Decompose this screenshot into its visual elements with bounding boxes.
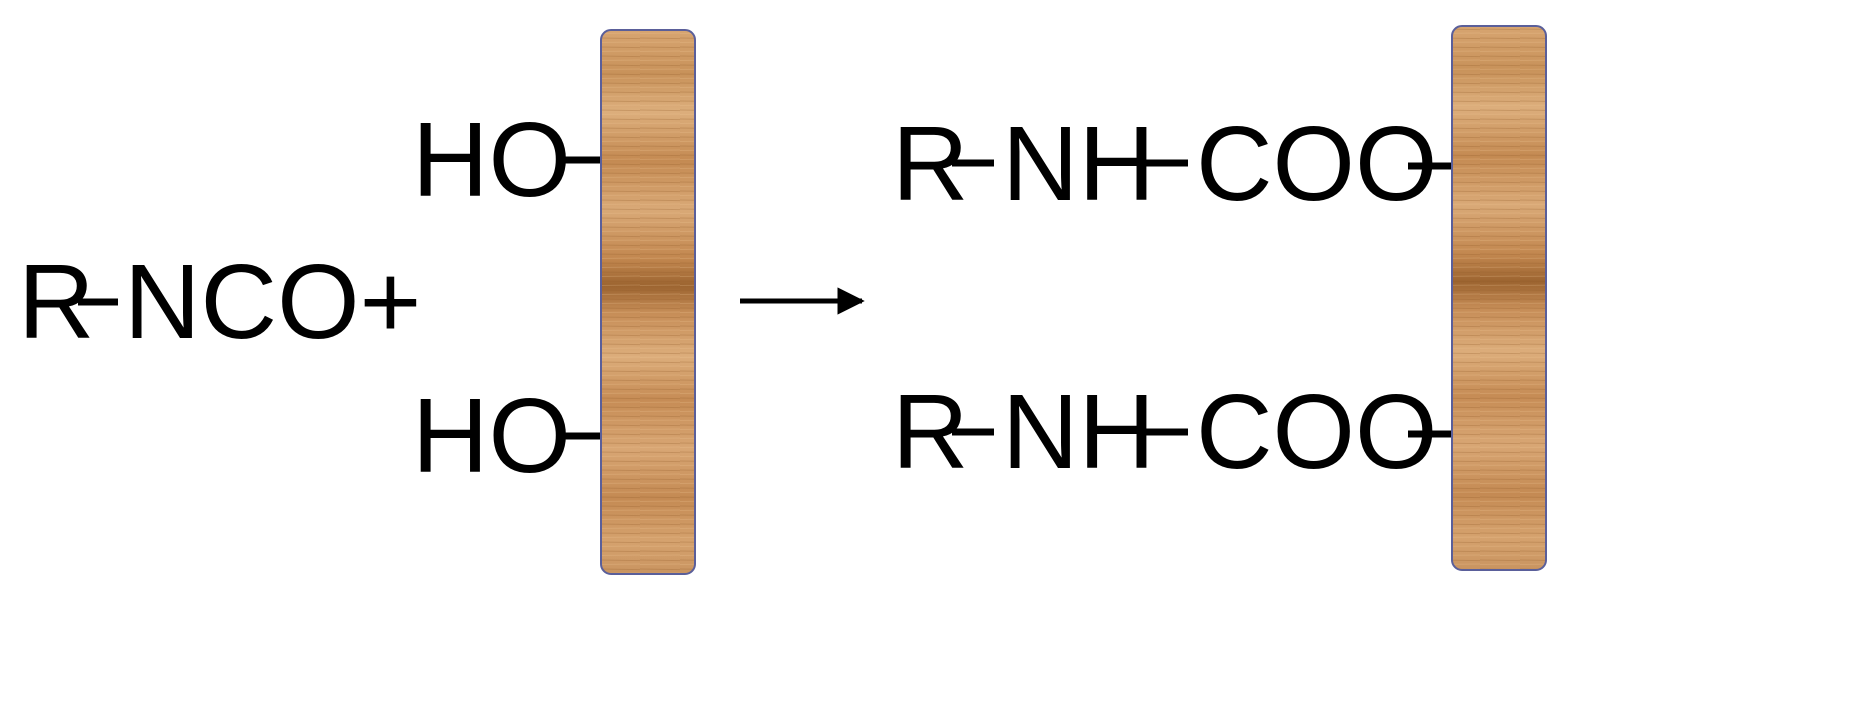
product-chain-bottom: R NH COO — [892, 373, 1452, 491]
reactant-wood-group: HO HO — [412, 29, 696, 575]
product-group: R NH COO R NH COO — [892, 25, 1547, 571]
product-nh-label: NH — [1002, 373, 1155, 491]
wood-substrate-right — [1451, 25, 1547, 571]
hydroxyl-label-top: HO — [412, 101, 571, 219]
reagent-group-label: NCO+ — [124, 243, 421, 361]
product-coo-label: COO — [1196, 373, 1437, 491]
product-chain-top: R NH COO — [892, 105, 1452, 223]
product-coo-label: COO — [1196, 105, 1437, 223]
hydroxyl-label-bottom: HO — [412, 377, 571, 495]
reagent-group: R NCO+ — [18, 243, 421, 361]
wood-substrate-left — [600, 29, 696, 575]
product-nh-label: NH — [1002, 105, 1155, 223]
